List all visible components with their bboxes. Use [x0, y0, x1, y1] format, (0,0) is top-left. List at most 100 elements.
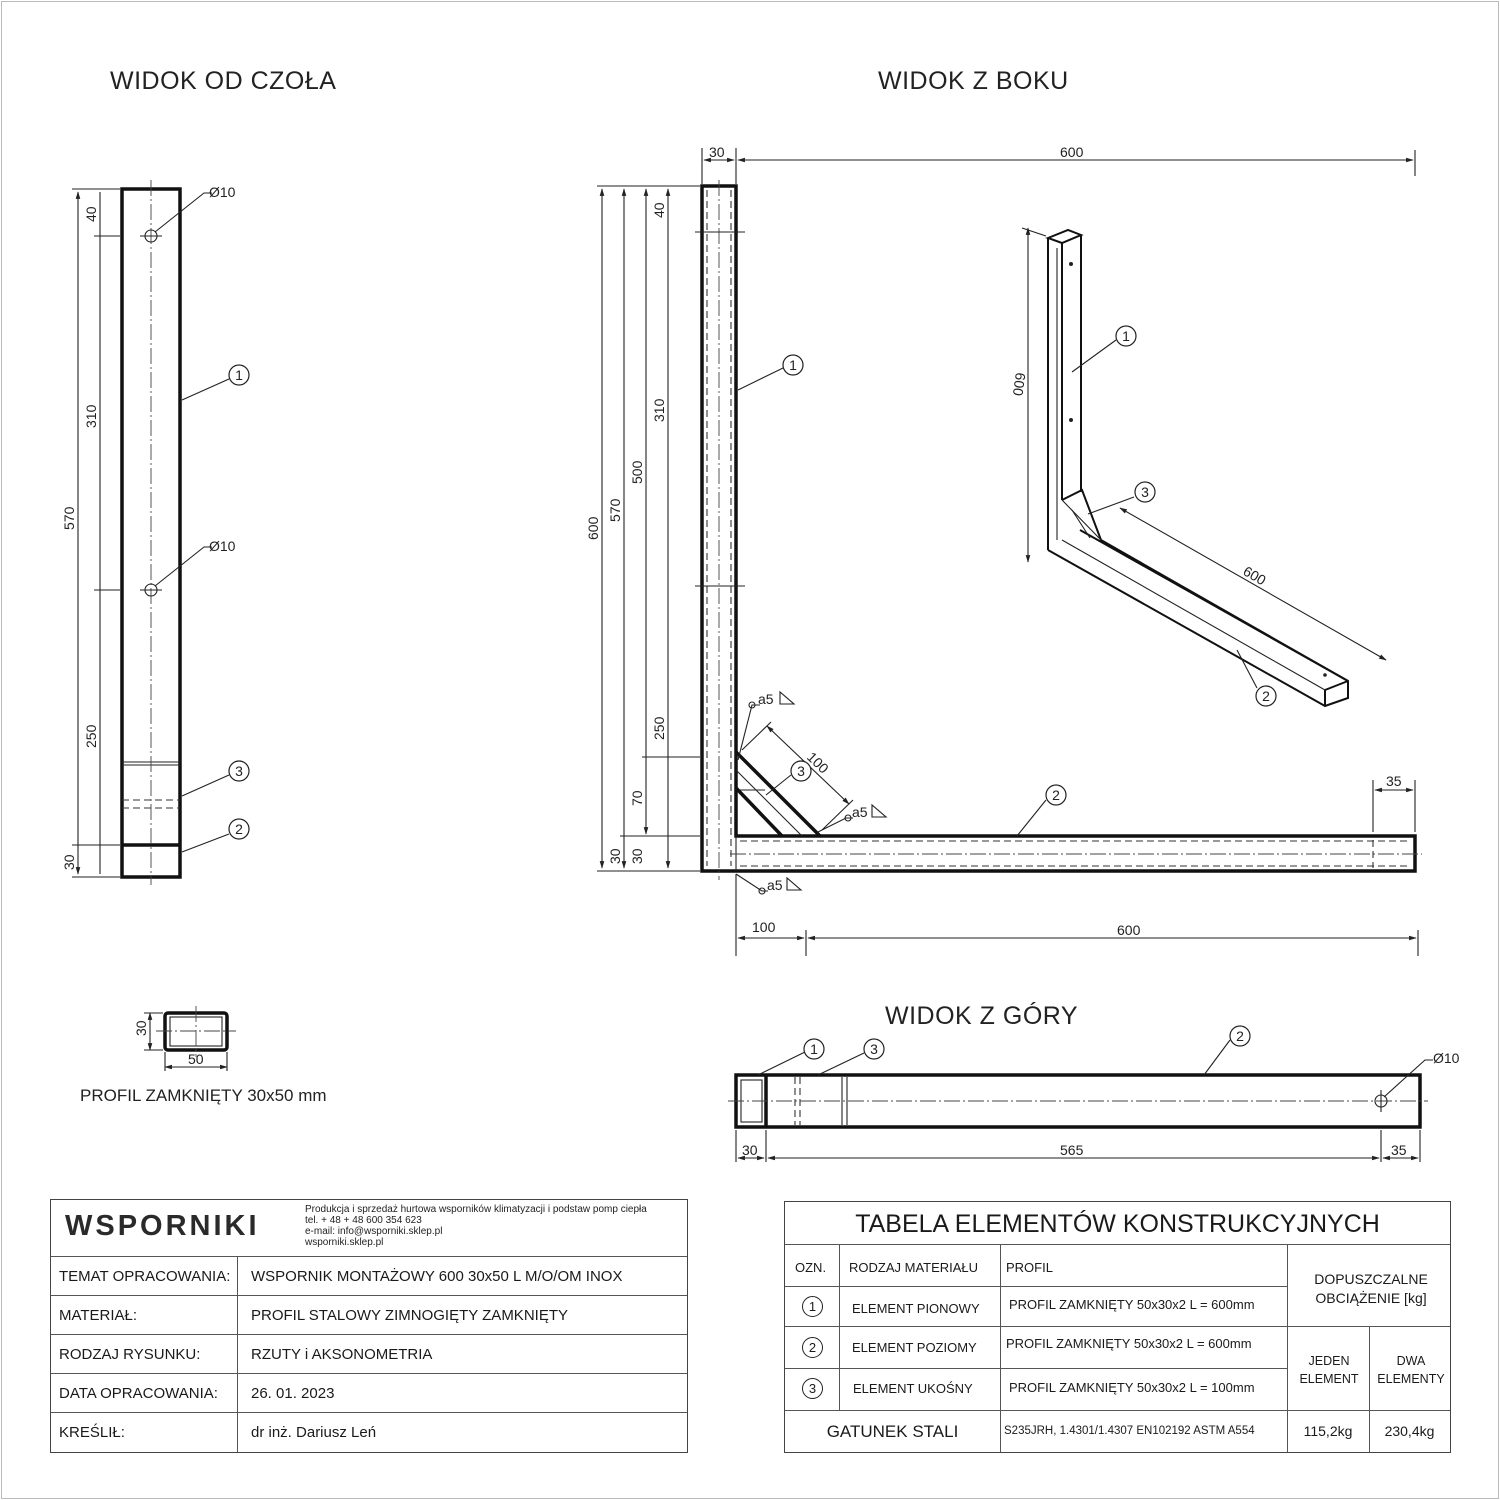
front-hole-label-2: Ø10 — [209, 538, 236, 554]
row-label: KREŚLIŁ: — [59, 1424, 125, 1441]
top-hole-label: Ø10 — [1433, 1050, 1460, 1066]
iso-dim-arm-600: 600 — [1241, 563, 1269, 589]
header-load: DOPUSZCZALNE OBCIĄŻENIE [kg] — [1314, 1271, 1428, 1306]
header-ozn: OZN. — [795, 1260, 827, 1275]
front-dim-310: 310 — [83, 404, 99, 428]
row-profile-1: PROFIL ZAMKNIĘTY 50x30x2 L = 600mm — [1009, 1297, 1255, 1312]
company-info: Produkcja i sprzedaż hurtowa wsporników … — [305, 1204, 647, 1248]
side-dim-250: 250 — [651, 716, 667, 740]
side-dim-30b: 30 — [629, 848, 645, 864]
row-label: TEMAT OPRACOWANIA: — [59, 1268, 231, 1285]
front-marker-3: 3 — [228, 760, 250, 782]
isometric-view: 600 600 1 3 2 — [1010, 227, 1387, 708]
side-view-title: WIDOK Z BOKU — [878, 67, 1069, 95]
side-dim-600: 600 — [585, 516, 601, 540]
row-marker-3: 3 — [802, 1378, 823, 1399]
row-value: dr inż. Dariusz Leń — [251, 1424, 377, 1441]
row-label: MATERIAŁ: — [59, 1307, 138, 1324]
side-dim-310: 310 — [651, 398, 667, 422]
title-block-row-drawing-type: RODZAJ RYSUNKU: RZUTY i AKSONOMETRIA — [51, 1334, 687, 1373]
top-marker-1: 1 — [803, 1038, 825, 1060]
header-profile: PROFIL — [1006, 1260, 1053, 1275]
company-website: wsporniki.sklep.pl — [305, 1237, 384, 1248]
svg-text:2: 2 — [235, 821, 243, 837]
row-value: WSPORNIK MONTAŻOWY 600 30x50 L M/O/OM IN… — [251, 1268, 623, 1285]
front-marker-1: 1 — [228, 364, 250, 386]
svg-text:2: 2 — [1262, 688, 1270, 704]
side-dim-top-30: 30 — [709, 144, 725, 160]
svg-text:1: 1 — [810, 1041, 818, 1057]
row-material-2: ELEMENT POZIOMY — [852, 1340, 977, 1355]
top-marker-2: 2 — [1229, 1025, 1251, 1047]
side-dim-right-35: 35 — [1386, 773, 1402, 789]
steel-grade-label: GATUNEK STALI — [826, 1422, 959, 1441]
profile-caption: PROFIL ZAMKNIĘTY 30x50 mm — [80, 1086, 327, 1105]
title-block-row-date: DATA OPRACOWANIA: 26. 01. 2023 — [51, 1373, 687, 1412]
title-block-divider — [237, 1256, 238, 1452]
side-dim-500: 500 — [629, 460, 645, 484]
row-marker-2: 2 — [802, 1337, 823, 1358]
svg-text:1: 1 — [235, 367, 243, 383]
weld-label-1: a5 — [758, 691, 774, 707]
company-email: e-mail: info@wsporniki.sklep.pl — [305, 1226, 443, 1237]
front-vertical-profile — [120, 187, 182, 879]
side-bracket-outline — [700, 184, 1417, 873]
row-value: 26. 01. 2023 — [251, 1385, 335, 1402]
front-view: Ø10 Ø10 570 40 310 250 30 1 3 2 — [61, 180, 250, 885]
company-info-line: Produkcja i sprzedaż hurtowa wsporników … — [305, 1204, 647, 1215]
top-dim-565: 565 — [1060, 1142, 1084, 1158]
svg-text:3: 3 — [235, 763, 243, 779]
profile-dim-height: 30 — [133, 1020, 149, 1036]
top-view-title: WIDOK Z GÓRY — [885, 1001, 1078, 1030]
side-marker-3: 3 — [790, 760, 812, 782]
row-material-3: ELEMENT UKOŚNY — [853, 1381, 973, 1396]
row-profile-3: PROFIL ZAMKNIĘTY 50x30x2 L = 100mm — [1009, 1380, 1255, 1395]
profile-section: 30 50 — [133, 1006, 236, 1071]
front-dim-30: 30 — [61, 854, 77, 870]
svg-text:1: 1 — [1122, 328, 1130, 344]
iso-marker-3: 3 — [1134, 481, 1156, 503]
elements-table: TABELA ELEMENTÓW KONSTRUKCYJNYCH OZN. RO… — [784, 1201, 1451, 1453]
side-marker-2: 2 — [1045, 784, 1067, 806]
side-dim-top-600: 600 — [1060, 144, 1084, 160]
svg-text:3: 3 — [797, 763, 805, 779]
front-marker-2: 2 — [228, 818, 250, 840]
header-one-element: JEDEN ELEMENT — [1299, 1354, 1359, 1386]
title-block-row-topic: TEMAT OPRACOWANIA: WSPORNIK MONTAŻOWY 60… — [51, 1256, 687, 1295]
header-material: RODZAJ MATERIAŁU — [849, 1260, 979, 1275]
top-dim-35: 35 — [1391, 1142, 1407, 1158]
top-view: Ø10 30 565 35 1 3 2 — [728, 1025, 1460, 1162]
row-label: DATA OPRACOWANIA: — [59, 1385, 218, 1402]
front-view-title: WIDOK OD CZOŁA — [110, 67, 336, 95]
steel-grades: S235JRH, 1.4301/1.4307 EN102192 ASTM A55… — [1004, 1425, 1255, 1437]
weld-label-3: a5 — [767, 877, 783, 893]
top-dim-30: 30 — [742, 1142, 758, 1158]
header-two-elements: DWA ELEMENTY — [1377, 1354, 1445, 1386]
front-dim-250: 250 — [83, 724, 99, 748]
title-block: WSPORNIKI Produkcja i sprzedaż hurtowa w… — [50, 1199, 688, 1453]
title-block-row-material: MATERIAŁ: PROFIL STALOWY ZIMNOGIĘTY ZAMK… — [51, 1295, 687, 1334]
row-label: RODZAJ RYSUNKU: — [59, 1346, 201, 1363]
weld-label-2: a5 — [852, 804, 868, 820]
row-value: RZUTY i AKSONOMETRIA — [251, 1346, 433, 1363]
svg-text:3: 3 — [1141, 484, 1149, 500]
svg-text:2: 2 — [1052, 787, 1060, 803]
side-marker-1: 1 — [782, 354, 804, 376]
svg-text:2: 2 — [1236, 1028, 1244, 1044]
side-dim-40: 40 — [651, 202, 667, 218]
load-one-element: 115,2kg — [1303, 1423, 1353, 1439]
company-logo: WSPORNIKI — [65, 1210, 260, 1242]
iso-marker-2: 2 — [1255, 685, 1277, 707]
svg-text:1: 1 — [789, 357, 797, 373]
row-profile-2: PROFIL ZAMKNIĘTY 50x30x2 L = 600mm — [1006, 1336, 1252, 1351]
side-view: 30 600 600 570 500 40 310 250 70 30 30 1… — [585, 144, 1422, 956]
row-value: PROFIL STALOWY ZIMNOGIĘTY ZAMKNIĘTY — [251, 1307, 568, 1324]
top-marker-3: 3 — [863, 1038, 885, 1060]
iso-dim-vertical-600: 600 — [1010, 372, 1029, 398]
row-marker-1: 1 — [802, 1296, 823, 1317]
iso-marker-1: 1 — [1115, 325, 1137, 347]
side-dim-bottom-600: 600 — [1117, 922, 1141, 938]
front-hole-label-1: Ø10 — [209, 184, 236, 200]
side-dim-bottom-100: 100 — [752, 919, 776, 935]
